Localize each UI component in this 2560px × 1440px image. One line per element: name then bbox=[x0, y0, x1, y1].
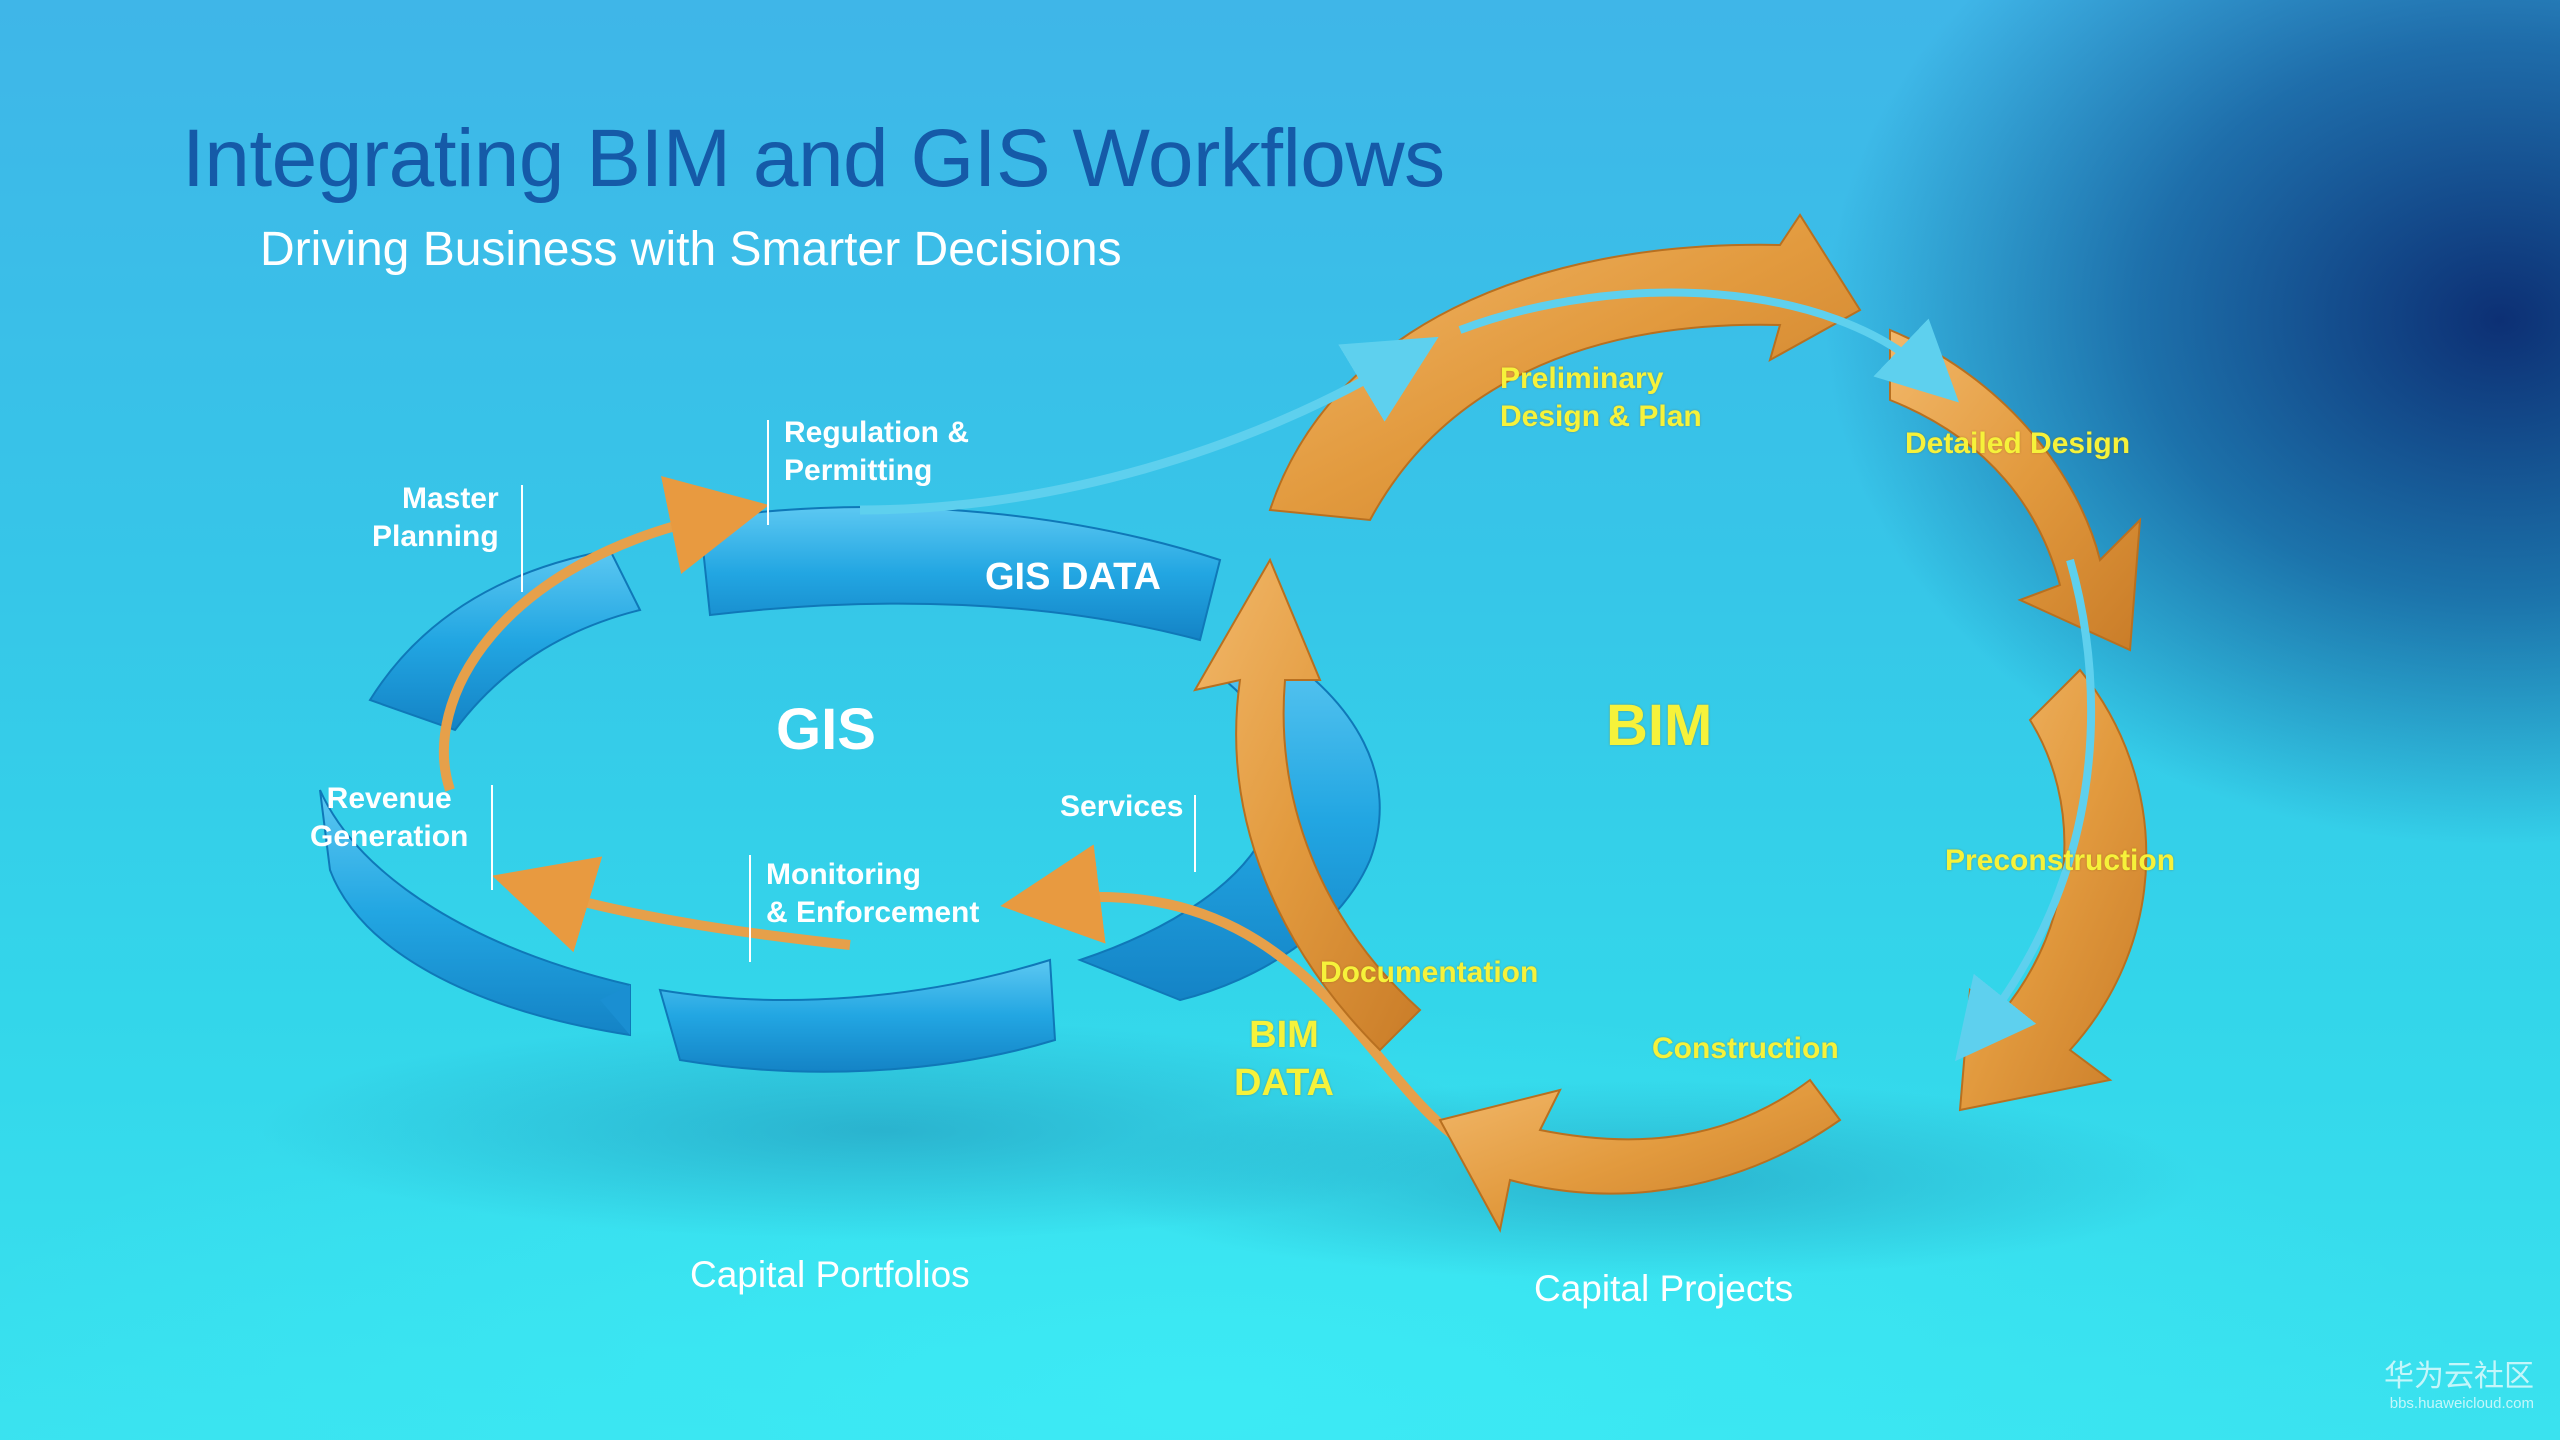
bim-stage-detailed: Detailed Design bbox=[1905, 427, 2131, 460]
gis-flow-arrow-bottom bbox=[492, 856, 851, 953]
gis-stage-master-planning: Master Planning bbox=[372, 482, 499, 553]
gis-ring bbox=[319, 506, 1381, 1073]
gis-segment-master-planning bbox=[368, 548, 642, 732]
watermark-main: 华为云社区 bbox=[2384, 1359, 2534, 1394]
gis-stage-monitoring: Monitoring & Enforcement bbox=[766, 858, 980, 929]
gis-flow-arrow-top bbox=[438, 476, 769, 792]
slide-subtitle: Driving Business with Smarter Decisions bbox=[260, 223, 1122, 276]
gis-stage-regulation: Regulation & Permitting bbox=[784, 416, 969, 487]
gis-segment-monitoring bbox=[658, 958, 1057, 1073]
bim-to-gis-arrow bbox=[1000, 844, 1463, 1145]
watermark: 华为云社区 bbs.huaweicloud.com bbox=[2384, 1351, 2534, 1412]
slide-title: Integrating BIM and GIS Workflows bbox=[182, 113, 1445, 204]
bim-inner-flow-top bbox=[1458, 288, 1960, 403]
gis-center-label: GIS bbox=[776, 697, 876, 762]
bim-caption: Capital Projects bbox=[1534, 1268, 1794, 1309]
gis-to-bim-arrow bbox=[859, 336, 1439, 515]
bim-stage-construction: Construction bbox=[1652, 1032, 1839, 1065]
bim-stage-documentation: Documentation bbox=[1320, 956, 1539, 989]
gis-stage-revenue: Revenue Generation bbox=[310, 782, 469, 853]
gis-data-label: GIS DATA bbox=[985, 556, 1161, 598]
gis-segment-revenue bbox=[319, 789, 631, 1037]
bim-stage-preliminary: Preliminary Design & Plan bbox=[1500, 362, 1702, 433]
bim-inner-flow-right bbox=[1955, 558, 2096, 1062]
gis-stage-services: Services bbox=[1060, 790, 1184, 823]
bim-segment-preconstruction bbox=[1958, 668, 2148, 1112]
bim-center-label: BIM bbox=[1606, 693, 1713, 758]
bim-stage-preconstruction: Preconstruction bbox=[1945, 844, 2176, 877]
watermark-sub: bbs.huaweicloud.com bbox=[2389, 1395, 2534, 1412]
bim-segment-documentation bbox=[1192, 557, 1422, 1052]
gis-caption: Capital Portfolios bbox=[690, 1254, 970, 1295]
bim-data-label: BIM DATA bbox=[1234, 1014, 1334, 1104]
bim-segment-detailed bbox=[1889, 328, 2142, 652]
bim-segment-construction bbox=[1438, 1078, 1842, 1233]
